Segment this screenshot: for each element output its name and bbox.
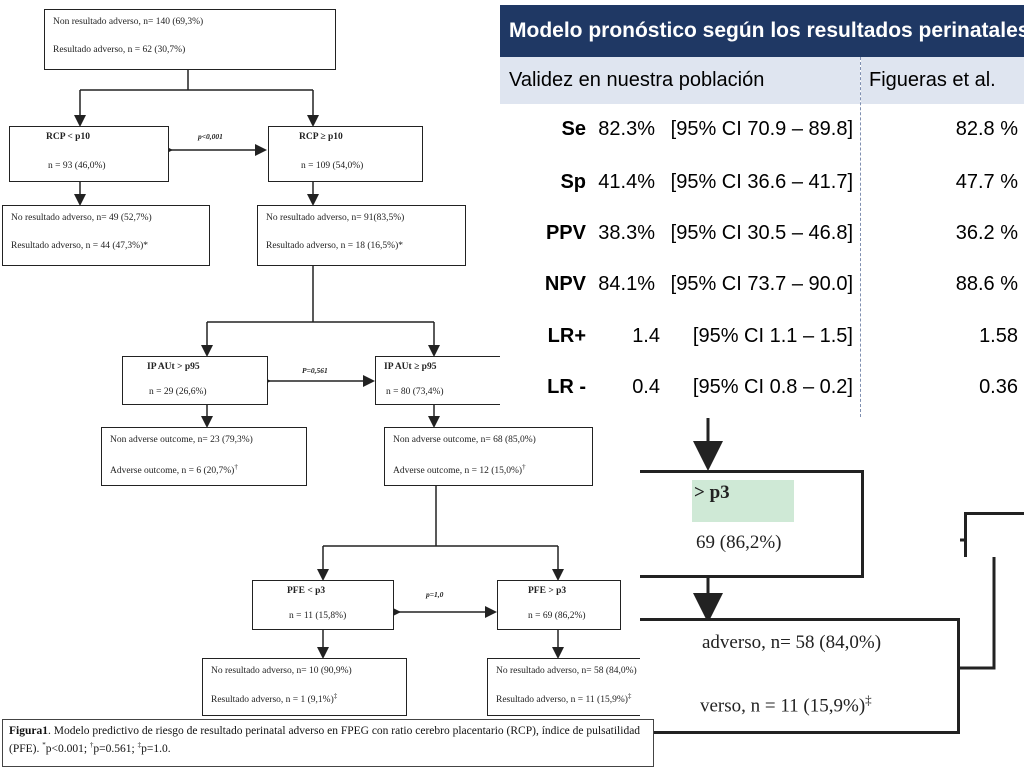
top-line-1: Non resultado adverso, n= 140 (69,3%) — [53, 17, 204, 27]
rcp-low-outcome-line-1: No resultado adverso, n= 49 (52,7%) — [11, 213, 152, 223]
caption-label: Figura1 — [9, 725, 48, 737]
rcp-high-n: n = 109 (54,0%) — [301, 161, 364, 171]
rcp-high-title: RCP ≥ p10 — [299, 132, 343, 142]
table-row-ref: 88.6 % — [955, 273, 1018, 295]
ip-high-outcome-line-2: Adverse outcome, n = 6 (20,7%)† — [110, 463, 238, 476]
table-row-ref: 47.7 % — [955, 171, 1018, 193]
caption-p1-mark: * — [42, 741, 46, 749]
pfe-low-title: PFE < p3 — [287, 586, 326, 596]
p-value-ip: P=0,561 — [302, 366, 328, 375]
pfe-high-outcome-line-1: No resultado adverso, n= 58 (84,0%) — [496, 666, 637, 676]
rcp-low-outcome-line-2: Resultado adverso, n = 44 (47,3%)* — [11, 241, 149, 251]
zoom-outcome-box — [640, 618, 960, 734]
table-row-ci: [95% CI 70.9 – 89.8] — [670, 118, 853, 140]
top-line-2: Resultado adverso, n = 62 (30,7%) — [53, 45, 186, 55]
ip-low-n: n = 80 (73,4%) — [386, 387, 444, 397]
zoom-outcome-line-2-text: verso, n = 11 (15,9%) — [700, 695, 866, 717]
caption-p1: p<0.001; — [45, 742, 90, 755]
table-row-ci: [95% CI 30.5 – 46.8] — [670, 222, 853, 244]
ip-low-outcome-line-1: Non adverse outcome, n= 68 (85,0%) — [393, 435, 536, 445]
table-row-ci: [95% CI 0.8 – 0.2] — [692, 376, 853, 398]
rcp-high-outcome-box: No resultado adverso, n= 91(83,5%) Resul… — [257, 205, 466, 266]
table-row-label: LR - — [547, 376, 586, 398]
table-row-value: 41.4% — [598, 171, 655, 193]
top-outcome-box: Non resultado adverso, n= 140 (69,3%) Re… — [44, 9, 336, 70]
zoom-green-highlight — [692, 480, 794, 522]
rcp-high-outcome-line-1: No resultado adverso, n= 91(83,5%) — [266, 213, 405, 223]
caption-p3-mark: ‡ — [137, 741, 142, 749]
table-row-ci: [95% CI 1.1 – 1.5] — [692, 325, 853, 347]
zoomed-inset: > p3 69 (86,2%) adverso, n= 58 (84,0%) v… — [640, 400, 1024, 740]
table-row-value: 0.4 — [632, 376, 660, 398]
table-col1-header: Validez en nuestra población — [500, 57, 860, 104]
pfe-low-box: PFE < p3 n = 11 (15,8%) — [252, 580, 394, 630]
caption-p2: p=0.561; — [93, 742, 138, 755]
table-row-label: NPV — [544, 273, 586, 295]
zoom-outcome-line-2: verso, n = 11 (15,9%)‡ — [700, 692, 872, 717]
table-divider — [860, 57, 861, 417]
double-dagger-mark: ‡ — [865, 692, 872, 707]
pfe-high-outcome-line-2: Resultado adverso, n = 11 (15,9%)‡ — [496, 692, 631, 705]
pfe-low-outcome-box: No resultado adverso, n= 10 (90,9%) Resu… — [202, 658, 407, 716]
ip-low-outcome-line-2-text: Adverse outcome, n = 12 (15,0%) — [393, 466, 523, 477]
table-row-label: Sp — [560, 171, 586, 193]
table-row-ref: 1.58 — [979, 325, 1018, 347]
double-dagger-mark: ‡ — [627, 692, 632, 700]
pfe-high-outcome-line-2-text: Resultado adverso, n = 11 (15,9%) — [496, 695, 628, 706]
pfe-high-n: n = 69 (86,2%) — [528, 611, 586, 621]
ip-high-box: IP AUt > p95 n = 29 (26,6%) — [122, 356, 268, 405]
table-row-ref: 36.2 % — [955, 222, 1018, 244]
ip-high-outcome-line-2-text: Adverse outcome, n = 6 (20,7%) — [110, 466, 235, 477]
rcp-low-n: n = 93 (46,0%) — [48, 161, 106, 171]
rcp-low-title: RCP < p10 — [46, 132, 90, 142]
rcp-low-outcome-box: No resultado adverso, n= 49 (52,7%) Resu… — [2, 205, 210, 266]
zoom-green-text: > p3 — [694, 482, 730, 503]
pfe-low-outcome-line-1: No resultado adverso, n= 10 (90,9%) — [211, 666, 352, 676]
table-row-value: 38.3% — [598, 222, 655, 244]
rcp-high-outcome-line-2: Resultado adverso, n = 18 (16,5%)* — [266, 241, 404, 251]
pfe-low-outcome-line-2-text: Resultado adverso, n = 1 (9,1%) — [211, 695, 334, 706]
pfe-low-n: n = 11 (15,8%) — [289, 611, 347, 621]
pfe-high-title: PFE > p3 — [528, 586, 567, 596]
ip-low-box: IP AUt ≥ p95 n = 80 (73,4%) — [375, 356, 503, 405]
rcp-low-box: RCP < p10 n = 93 (46,0%) — [9, 126, 169, 182]
zoom-outcome-line-1: adverso, n= 58 (84,0%) — [702, 632, 882, 653]
ip-high-outcome-box: Non adverse outcome, n= 23 (79,3%) Adver… — [101, 427, 307, 486]
rcp-high-box: RCP ≥ p10 n = 109 (54,0%) — [268, 126, 423, 182]
caption-text: . Modelo predictivo de riesgo de resulta… — [9, 725, 641, 755]
figure-caption: Figura1. Modelo predictivo de riesgo de … — [2, 719, 654, 767]
ip-low-outcome-line-2: Adverse outcome, n = 12 (15,0%)† — [393, 463, 526, 476]
table-col2-header: Figueras et al. — [861, 57, 1024, 104]
p-value-rcp: p<0,001 — [198, 132, 223, 141]
ip-high-n: n = 29 (26,6%) — [149, 387, 207, 397]
dagger-mark: † — [522, 463, 526, 471]
ip-low-title: IP AUt ≥ p95 — [384, 362, 437, 372]
table-row-ref: 0.36 — [979, 376, 1018, 398]
zoom-hidden-box — [964, 512, 1024, 557]
caption-p2-mark: † — [89, 741, 94, 749]
ip-low-outcome-box: Non adverse outcome, n= 68 (85,0%) Adver… — [384, 427, 593, 486]
ip-high-title: IP AUt > p95 — [147, 362, 200, 372]
ip-high-outcome-line-1: Non adverse outcome, n= 23 (79,3%) — [110, 435, 253, 445]
table-row-value: 1.4 — [632, 325, 660, 347]
zoom-n-text: 69 (86,2%) — [696, 532, 782, 553]
table-row-label: PPV — [545, 222, 586, 244]
p-value-pfe: p=1,0 — [426, 590, 444, 599]
table-row-value: 82.3% — [598, 118, 655, 140]
double-dagger-mark: ‡ — [333, 692, 338, 700]
table-row-ci: [95% CI 36.6 – 41.7] — [670, 171, 853, 193]
table-row-ci: [95% CI 73.7 – 90.0] — [670, 273, 853, 295]
table-row-label: Se — [561, 118, 586, 140]
caption-p3: p=1.0. — [141, 742, 171, 755]
pfe-low-outcome-line-2: Resultado adverso, n = 1 (9,1%)‡ — [211, 692, 337, 705]
table-title: Modelo pronóstico según los resultados p… — [500, 5, 1024, 57]
dagger-mark: † — [234, 463, 238, 471]
table-row-label: LR+ — [547, 325, 586, 347]
table-row-ref: 82.8 % — [955, 118, 1018, 140]
table-row-value: 84.1% — [598, 273, 655, 295]
prognostic-table: Modelo pronóstico según los resultados p… — [500, 0, 1024, 418]
pfe-high-box: PFE > p3 n = 69 (86,2%) — [497, 580, 621, 630]
